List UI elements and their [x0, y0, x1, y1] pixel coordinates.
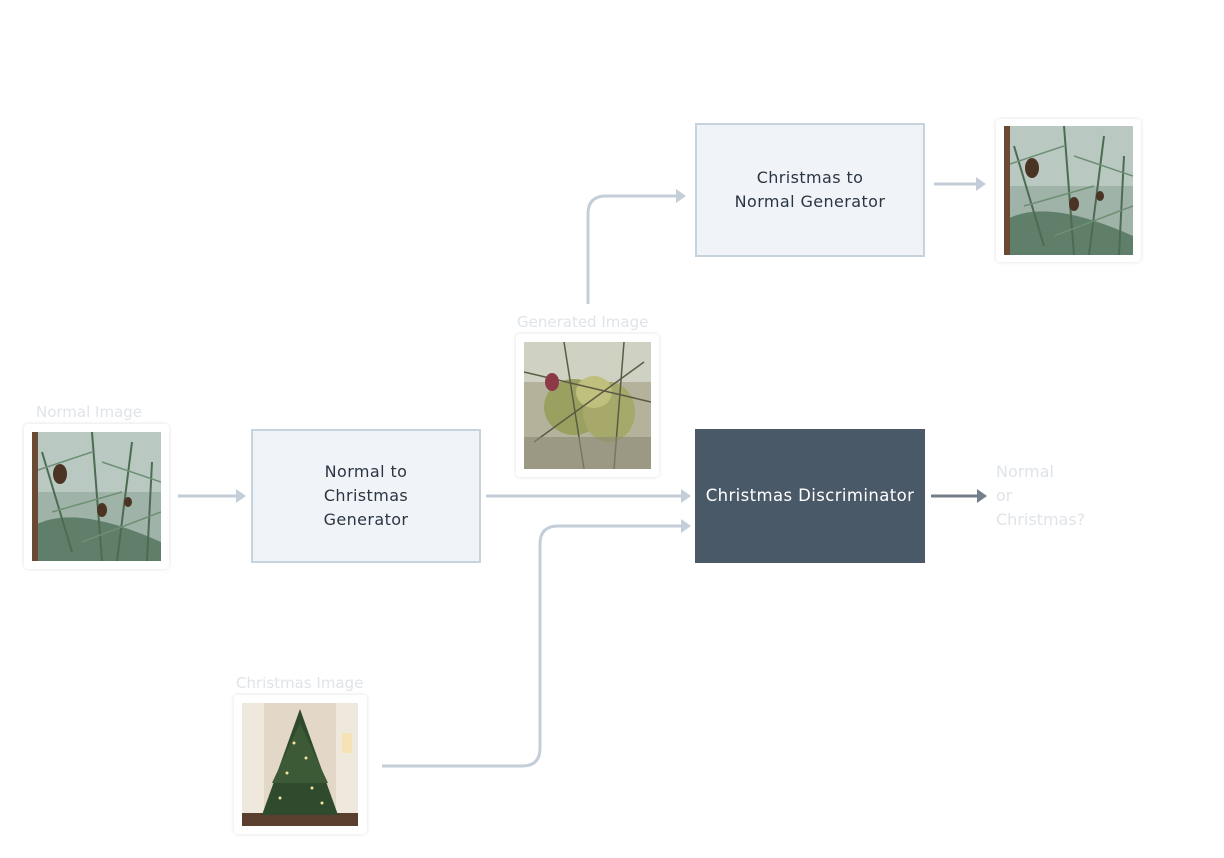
discriminator-verdict-label: Normal or Christmas? [996, 460, 1085, 532]
edge-generated-to-christmas-to-normal [588, 196, 676, 304]
arrowhead-to-generator [236, 489, 246, 503]
generated-pine-image [524, 342, 651, 469]
pine-branch-image [32, 432, 161, 561]
christmas-image-thumbnail [234, 695, 367, 834]
arrowhead-to-discriminator-bottom [681, 519, 691, 533]
verdict-line-2: or [996, 484, 1085, 508]
generated-image-caption: Generated Image [517, 313, 648, 331]
reconstructed-pine-image [1004, 126, 1133, 255]
christmas-to-normal-generator: Christmas to Normal Generator [695, 123, 925, 257]
christmas-tree-image [242, 703, 358, 826]
christmas-image-caption: Christmas Image [236, 674, 363, 692]
arrowhead-to-christmas-to-normal [676, 189, 686, 203]
christmas-discriminator: Christmas Discriminator [695, 429, 925, 563]
arrowhead-to-reconstruction [976, 177, 986, 191]
normal-to-christmas-generator: Normal to Christmas Generator [251, 429, 481, 563]
normal-image-thumbnail [24, 424, 169, 569]
arrowhead-to-discriminator-top [681, 489, 691, 503]
normal-image-caption: Normal Image [36, 403, 142, 421]
verdict-line-3: Christmas? [996, 508, 1085, 532]
arrowhead-to-verdict [977, 489, 987, 503]
verdict-line-1: Normal [996, 460, 1085, 484]
generated-image-thumbnail [516, 334, 659, 477]
reconstructed-image-thumbnail [996, 119, 1141, 262]
